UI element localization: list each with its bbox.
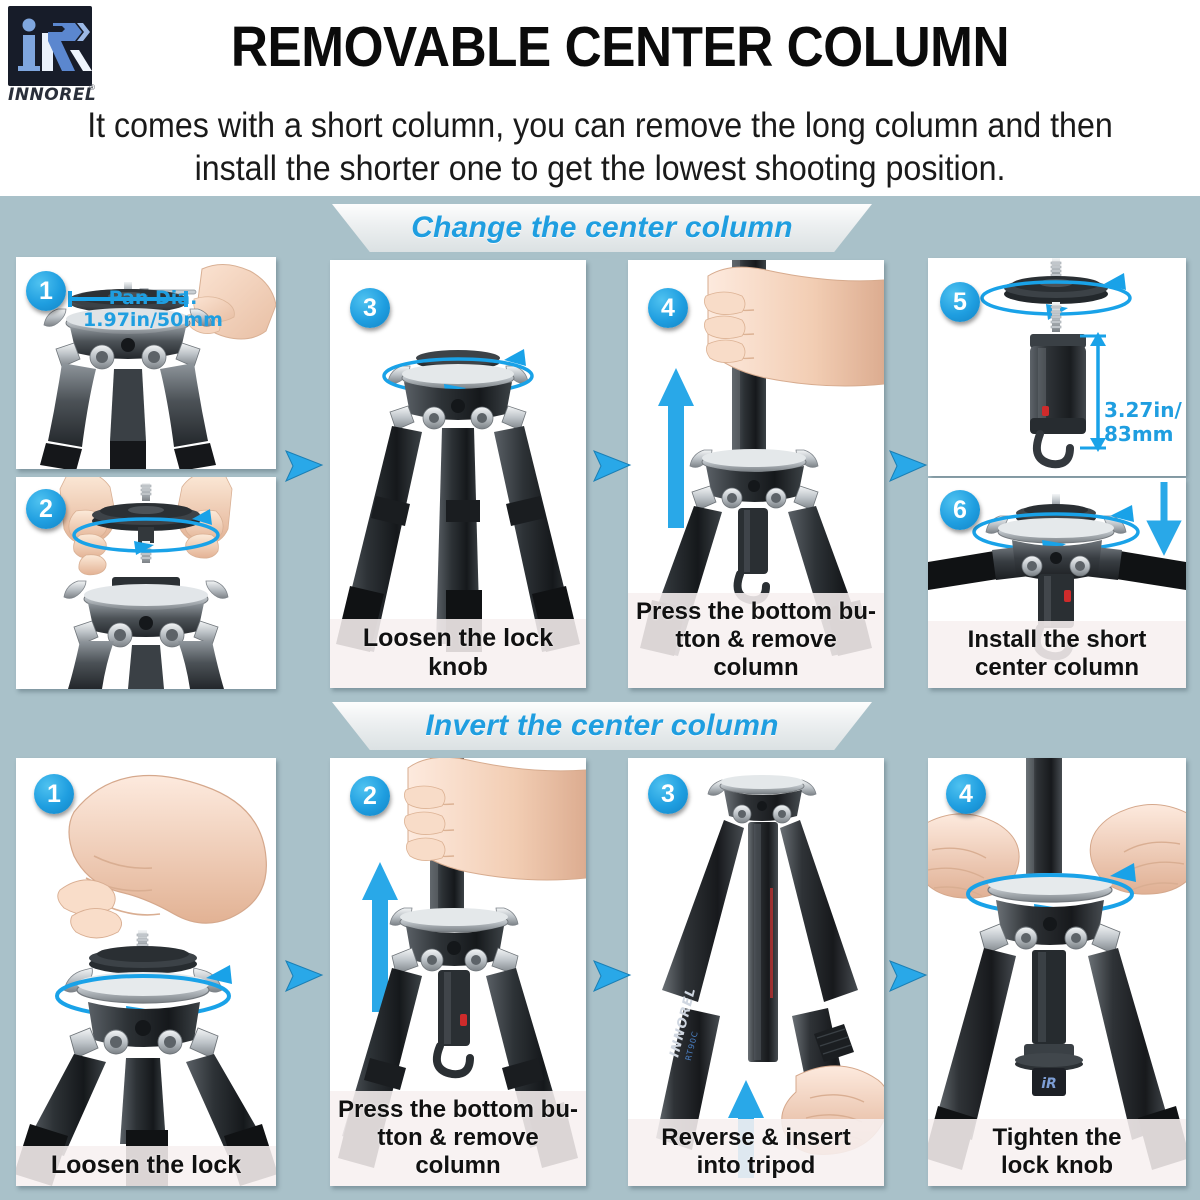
section-banner-change: Change the center column <box>332 204 872 252</box>
logo-mark <box>8 6 92 86</box>
step-panel-change-3: 3 Loosen the lock knob <box>330 260 586 688</box>
step-caption: Press the bottom bu- tton & remove colum… <box>628 593 884 688</box>
step-image-change-1 <box>16 257 276 469</box>
arrow-right-icon <box>592 450 632 482</box>
banner-shape <box>332 204 872 252</box>
section-banner-label: Invert the center column <box>425 709 779 742</box>
annotation-column-height: 3.27in/ 83mm <box>1104 398 1182 446</box>
step-panel-change-4: 4 Press the bottom bu- tton & remove col… <box>628 260 884 688</box>
step-panel-invert-2: 2 Press the bottom bu- tton & remove col… <box>330 758 586 1186</box>
step-panel-invert-1: 1 Loosen the lock <box>16 758 276 1186</box>
step-badge: 5 <box>940 282 980 322</box>
step-badge: 6 <box>940 490 980 530</box>
arrow-right-icon <box>592 960 632 992</box>
registered-mark: ® <box>89 83 95 92</box>
step-panel-invert-4: iR 4 Tighten the lock knob <box>928 758 1186 1186</box>
step-badge: 4 <box>946 774 986 814</box>
step-badge: 3 <box>648 774 688 814</box>
step-caption: Loosen the lock <box>16 1146 276 1186</box>
step-image-change-2 <box>16 477 276 689</box>
step-panel-change-1: 1 Pan Dia. 1.97in/50mm <box>16 257 276 469</box>
step-panel-invert-3: INNOREL RT90C 3 Reverse & insert into tr… <box>628 758 884 1186</box>
step-badge: 2 <box>350 776 390 816</box>
arrow-right-icon <box>284 960 324 992</box>
step-caption: Reverse & insert into tripod <box>628 1119 884 1186</box>
arrow-right-icon <box>888 450 928 482</box>
step-badge: 2 <box>26 489 66 529</box>
step-caption: Loosen the lock knob <box>330 619 586 688</box>
step-panel-change-5: 5 3.27in/ 83mm <box>928 258 1186 476</box>
page-subtitle: It comes with a short column, you can re… <box>87 106 1113 188</box>
arrow-right-icon <box>284 450 324 482</box>
page-title: REMOVABLE CENTER COLUMN <box>230 15 1010 79</box>
header: INNOREL ® REMOVABLE CENTER COLUMN It com… <box>0 0 1200 196</box>
step-panel-change-2: 2 <box>16 477 276 689</box>
step-caption: Install the short center column <box>928 621 1186 688</box>
step-image-change-3 <box>330 260 586 688</box>
annotation-pan-diameter: Pan Dia. 1.97in/50mm <box>83 287 223 331</box>
step-image-invert-1 <box>16 758 276 1186</box>
section-banner-invert: Invert the center column <box>332 702 872 750</box>
step-badge: 3 <box>350 288 390 328</box>
step-caption: Tighten the lock knob <box>928 1119 1186 1186</box>
step-caption: Press the bottom bu- tton & remove colum… <box>330 1091 586 1186</box>
step-badge: 1 <box>34 774 74 814</box>
step-badge: 1 <box>26 271 66 311</box>
step-image-invert-4: iR <box>928 758 1186 1186</box>
ir-monogram-icon <box>18 18 92 71</box>
brand-logo: INNOREL ® <box>8 6 104 106</box>
arrow-right-icon <box>888 960 928 992</box>
step-badge: 4 <box>648 288 688 328</box>
brand-wordmark: INNOREL <box>8 85 97 105</box>
step-panel-change-6: 6 Install the short center column <box>928 478 1186 688</box>
banner-shape <box>332 702 872 750</box>
svg-text:iR: iR <box>1041 1076 1057 1092</box>
section-banner-label: Change the center column <box>411 211 793 244</box>
